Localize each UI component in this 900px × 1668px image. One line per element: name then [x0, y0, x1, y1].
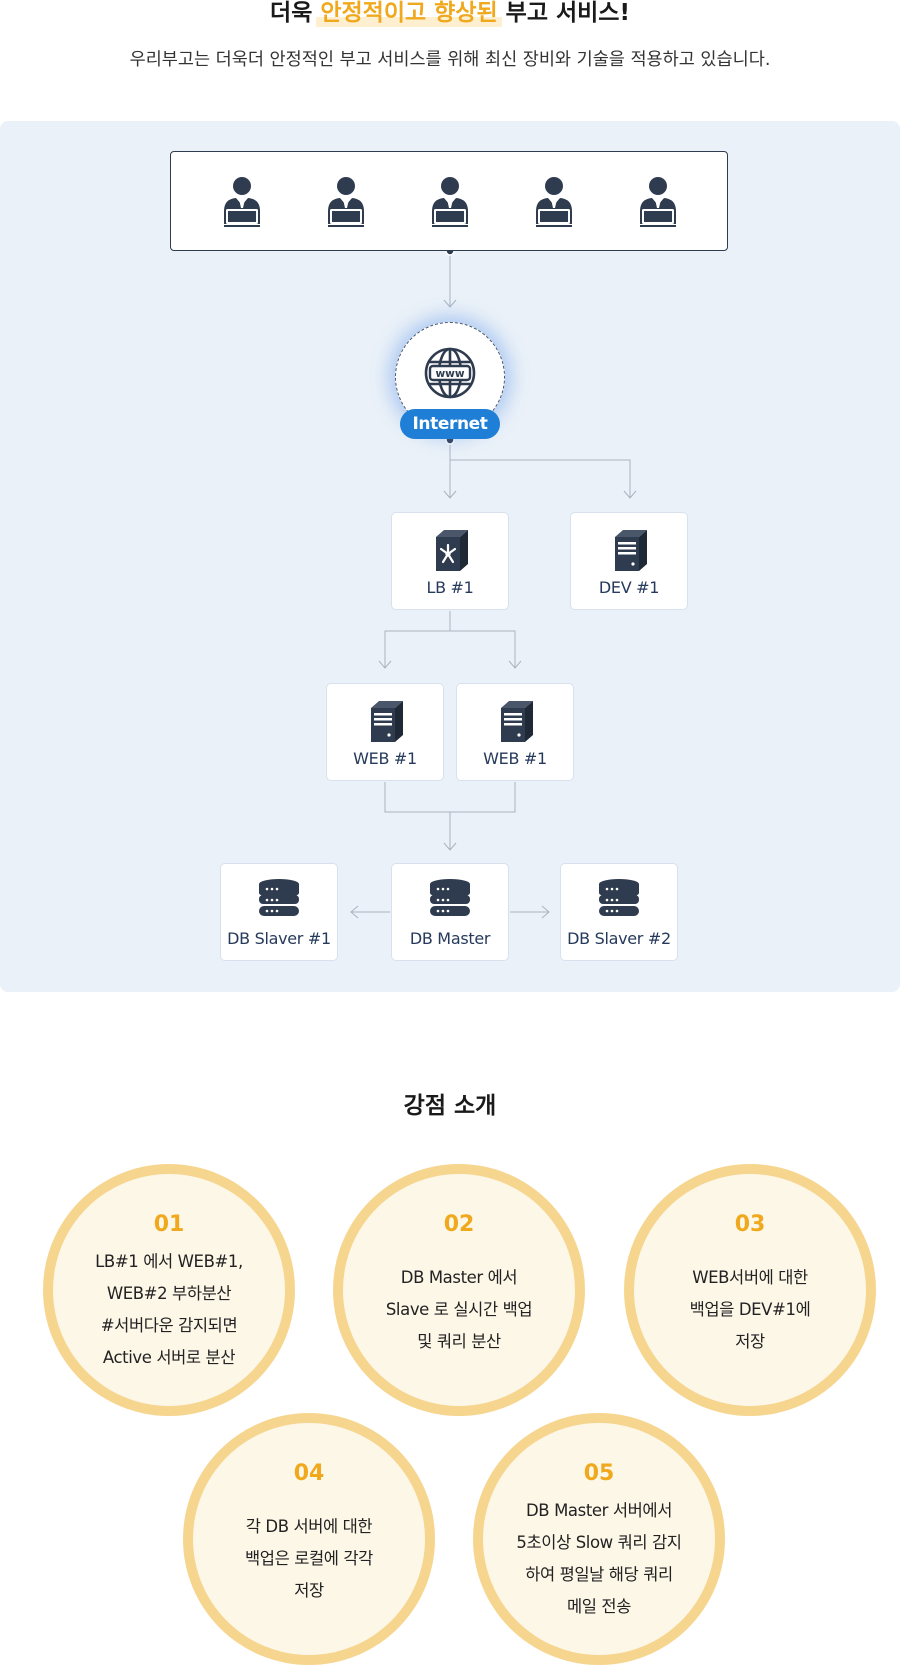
- node-web-1-label: WEB #1: [353, 749, 417, 768]
- title-highlight: 안정적이고 향상된: [320, 0, 498, 26]
- title-suffix: 부고 서비스!: [497, 0, 630, 26]
- strength-number: 04: [293, 1461, 325, 1486]
- strength-card-02: 02 DB Master 에서 Slave 로 실시간 백업 및 쿼리 분산: [333, 1164, 585, 1416]
- strength-card-04: 04 각 DB 서버에 대한 백업은 로컬에 각각 저장: [183, 1413, 435, 1665]
- node-lb-label: LB #1: [426, 578, 474, 597]
- strength-number: 05: [583, 1461, 615, 1486]
- node-dev-label: DEV #1: [598, 578, 660, 597]
- strength-card-05: 05 DB Master 서버에서 5초이상 Slow 쿼리 감지 하여 평일날…: [473, 1413, 725, 1665]
- diagram-connectors: [350, 246, 637, 919]
- strength-number: 02: [443, 1212, 475, 1237]
- server-icon: [371, 701, 403, 742]
- server-icon: [615, 530, 647, 571]
- strength-text: DB Master 에서 Slave 로 실시간 백업 및 쿼리 분산: [385, 1268, 533, 1351]
- internet-label: Internet: [400, 409, 500, 439]
- title-prefix: 더욱: [270, 0, 321, 26]
- strength-number: 01: [153, 1212, 185, 1237]
- page-subtitle: 우리부고는 더욱더 안정적인 부고 서비스를 위해 최신 장비와 기술을 적용하…: [129, 50, 771, 70]
- node-db-slave-2-label: DB Slaver #2: [567, 929, 671, 948]
- strength-text: WEB서버에 대한 백업을 DEV#1에 저장: [689, 1268, 811, 1351]
- node-db-master-label: DB Master: [409, 929, 491, 948]
- node-web-2: WEB #1: [456, 683, 574, 781]
- server-lb-icon: [436, 530, 468, 571]
- user-laptop-icon: [532, 175, 576, 229]
- node-lb: LB #1: [391, 512, 509, 610]
- strength-text: 각 DB 서버에 대한 백업은 로컬에 각각 저장: [245, 1517, 373, 1600]
- database-icon: [430, 879, 470, 916]
- user-laptop-icon: [220, 175, 264, 229]
- strengths-title: 강점 소개: [403, 1093, 497, 1119]
- database-icon: [599, 879, 639, 916]
- node-db-slave-1-label: DB Slaver #1: [227, 929, 331, 948]
- strength-card-01: 01 LB#1 에서 WEB#1, WEB#2 부하분산 #서버다운 감지되면 …: [43, 1164, 295, 1416]
- strength-number: 03: [734, 1212, 766, 1237]
- server-icon: [501, 701, 533, 742]
- strength-text: DB Master 서버에서 5초이상 Slow 쿼리 감지 하여 평일날 해당…: [516, 1501, 682, 1616]
- node-dev: DEV #1: [570, 512, 688, 610]
- node-web-2-label: WEB #1: [483, 749, 547, 768]
- node-db-slave-2: DB Slaver #2: [560, 863, 678, 961]
- strength-card-03: 03 WEB서버에 대한 백업을 DEV#1에 저장: [624, 1164, 876, 1416]
- node-db-slave-1: DB Slaver #1: [220, 863, 338, 961]
- user-laptop-icon: [324, 175, 368, 229]
- globe-www-text: www: [435, 368, 464, 380]
- page-title: 더욱 안정적이고 향상된 부고 서비스!: [0, 0, 900, 27]
- globe-www-icon: www: [424, 347, 476, 399]
- user-laptop-icon: [428, 175, 472, 229]
- node-db-master: DB Master: [391, 863, 509, 961]
- strength-text: LB#1 에서 WEB#1, WEB#2 부하분산 #서버다운 감지되면 Act…: [95, 1252, 243, 1367]
- user-laptop-icon: [636, 175, 680, 229]
- database-icon: [259, 879, 299, 916]
- node-web-1: WEB #1: [326, 683, 444, 781]
